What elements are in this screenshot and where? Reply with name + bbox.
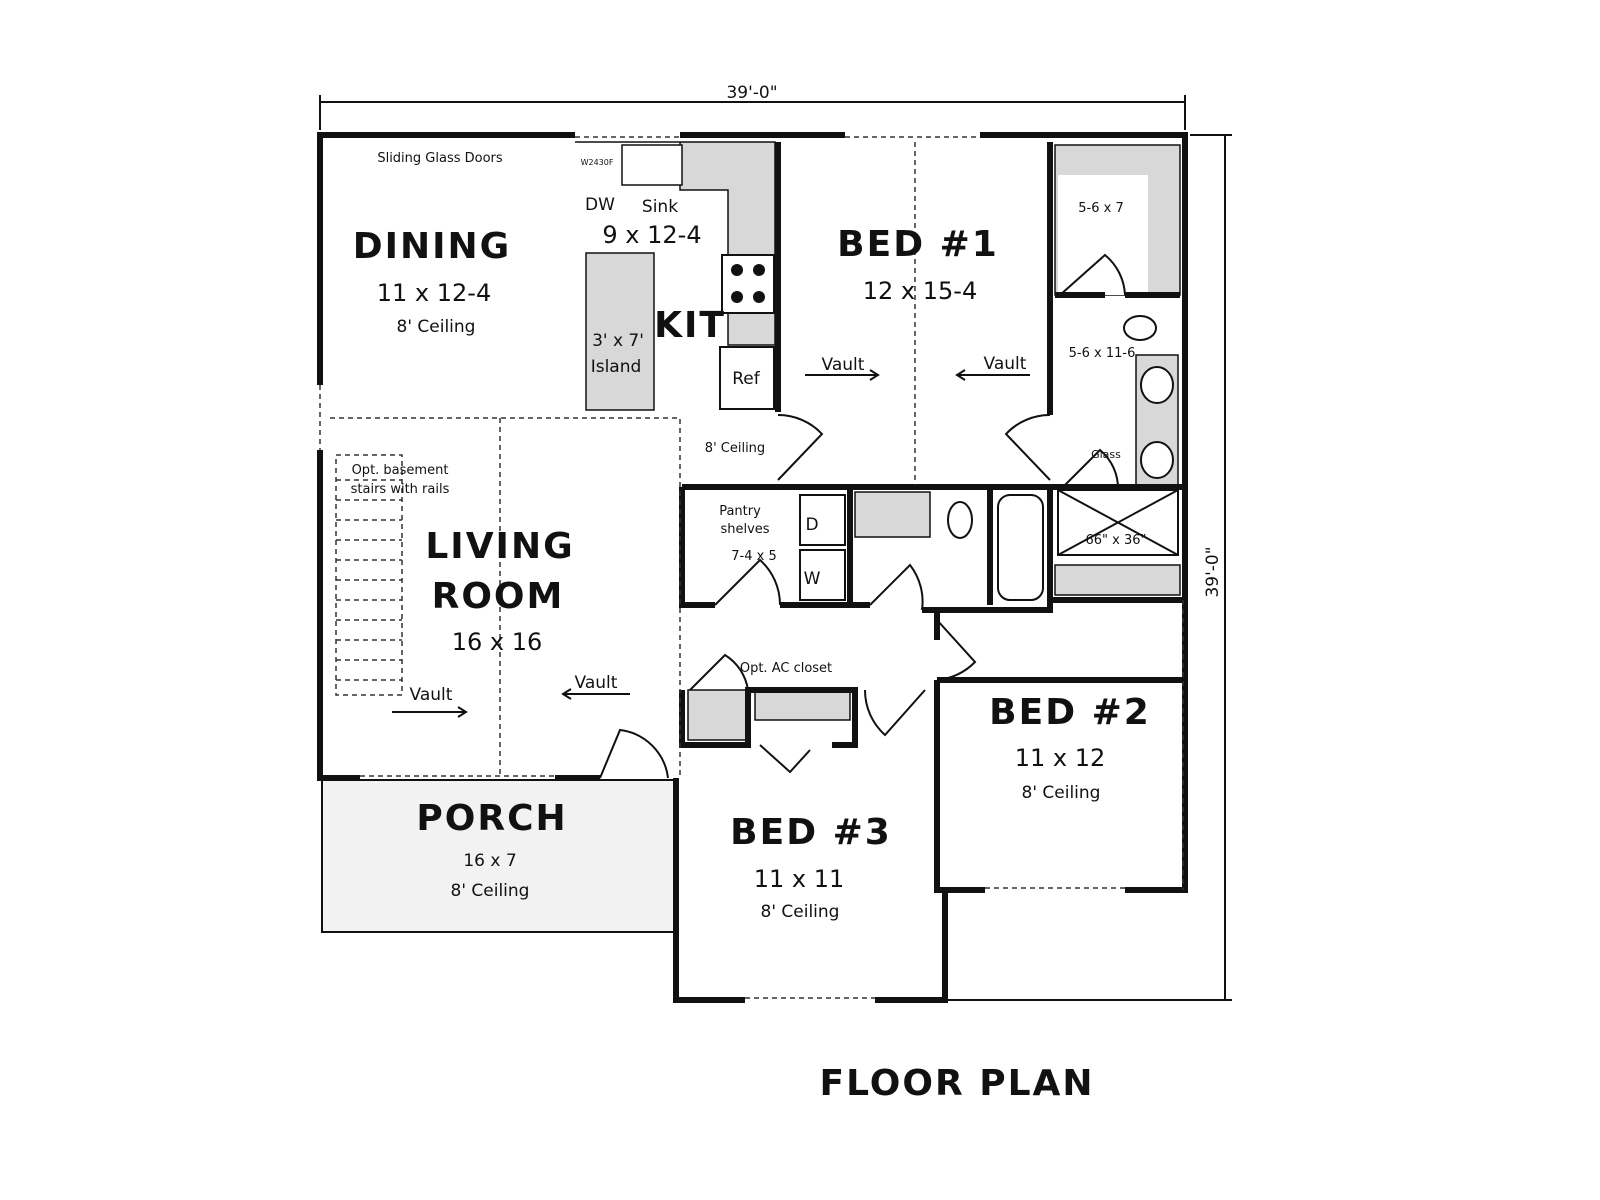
bed3-name: BED #3 (730, 812, 892, 853)
width-label: 39'-0" (726, 83, 777, 103)
ac-closet-label: Opt. AC closet (740, 661, 832, 676)
porch-size: 16 x 7 (463, 851, 516, 871)
sink-label: Sink (642, 197, 678, 217)
bed3-ceiling: 8' Ceiling (761, 902, 840, 922)
depth-label: 39'-0" (1203, 546, 1223, 597)
kitchen-name: KIT (654, 305, 726, 346)
bathtub-icon (997, 494, 1044, 601)
dining-ceiling: 8' Ceiling (397, 317, 476, 337)
island-label: Island (591, 357, 642, 377)
living-vault-right: Vault (575, 673, 618, 693)
doors (599, 253, 1126, 779)
pantry-size: 7-4 x 5 (731, 549, 776, 564)
basement-stairs (335, 454, 403, 696)
kitchen-ceiling: 8' Ceiling (705, 441, 765, 456)
bathroom-fixtures (799, 315, 1179, 601)
toilet-icon (947, 501, 973, 539)
dining-size: 11 x 12-4 (377, 279, 491, 307)
living-name-1: LIVING (425, 526, 574, 567)
washer (799, 549, 846, 601)
sink-icon (621, 144, 683, 186)
stairs-label-1: Opt. basement (352, 463, 449, 478)
vault-arrows (392, 369, 1030, 718)
bed3-size: 11 x 11 (754, 865, 845, 893)
glass-label: Glass (1091, 448, 1121, 461)
pantry-label-2: shelves (720, 522, 769, 537)
living-name-2: ROOM (432, 576, 565, 617)
ref-label: Ref (732, 369, 761, 389)
toilet-icon (1123, 315, 1157, 341)
kitchen-size: 9 x 12-4 (602, 221, 701, 249)
plan-title: FLOOR PLAN (819, 1063, 1094, 1104)
bed1-vault-right: Vault (984, 354, 1027, 374)
width-dimension: 39'-0" (319, 83, 1186, 130)
island (585, 252, 655, 411)
bed1-name: BED #1 (837, 224, 999, 265)
pantry-label-1: Pantry (719, 504, 761, 519)
dining-name: DINING (353, 226, 511, 267)
shower-size: 66" x 36" (1085, 533, 1146, 548)
washer-label: W (804, 569, 821, 589)
walls (317, 132, 1188, 1003)
bed1-size: 12 x 15-4 (863, 277, 977, 305)
dashed-lines (319, 136, 1184, 999)
sliding-doors-label: Sliding Glass Doors (377, 151, 503, 166)
range-icon (721, 254, 775, 314)
living-vault-left: Vault (410, 685, 453, 705)
refrigerator (719, 346, 775, 410)
living-size: 16 x 16 (452, 628, 543, 656)
island-size: 3' x 7' (592, 331, 644, 351)
cabinet-label: W2430F (581, 158, 614, 167)
bed2-ceiling: 8' Ceiling (1022, 783, 1101, 803)
dryer-label: D (805, 515, 818, 535)
bed2-name: BED #2 (989, 692, 1151, 733)
bed1-vault-left: Vault (822, 355, 865, 375)
kitchen-counters (575, 141, 1181, 741)
dryer (799, 494, 846, 546)
porch-name: PORCH (416, 798, 567, 839)
stairs-label-2: stairs with rails (351, 482, 450, 497)
porch-ceiling: 8' Ceiling (451, 881, 530, 901)
depth-dimension: 39'-0" (945, 134, 1232, 1001)
dw-label: DW (585, 195, 615, 215)
closet1-size: 5-6 x 7 (1078, 201, 1123, 216)
bed2-size: 11 x 12 (1015, 744, 1106, 772)
room-labels: Sliding Glass Doors DINING 11 x 12-4 8' … (351, 151, 1151, 922)
master-bath-size: 5-6 x 11-6 (1069, 346, 1136, 361)
